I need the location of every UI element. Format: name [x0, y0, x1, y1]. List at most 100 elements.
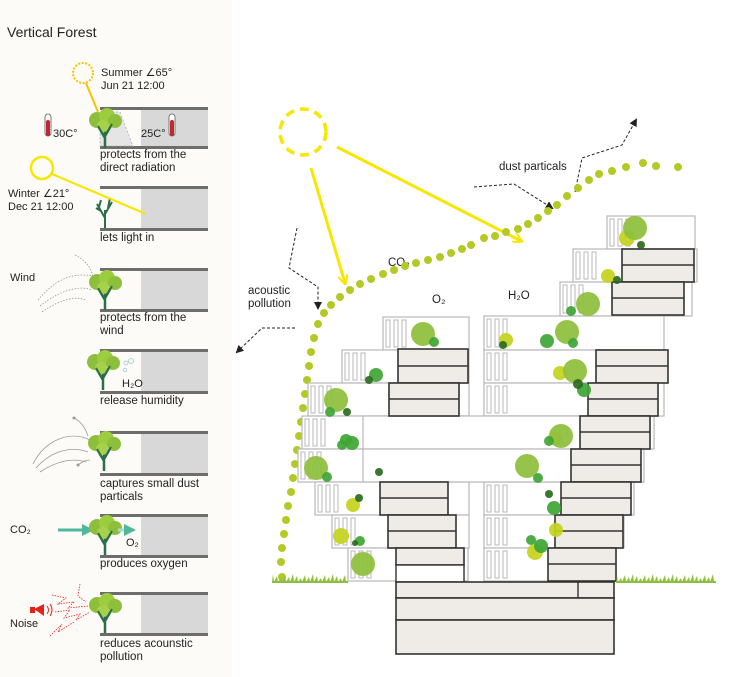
noise-caption-1: reduces acounstic — [100, 638, 193, 650]
dust-dot — [336, 293, 344, 301]
balcony-railing — [502, 385, 508, 414]
apartment-block — [395, 547, 465, 566]
slab-bottom — [100, 473, 208, 476]
dust-dot — [553, 201, 561, 209]
plant-foliage — [304, 456, 328, 480]
dust-dot — [544, 207, 552, 215]
plant-foliage — [566, 306, 576, 316]
dust-dot — [346, 286, 354, 294]
balcony-railing — [502, 484, 508, 513]
summer-caption-1: protects from the — [100, 149, 186, 161]
foundation-top — [395, 581, 615, 599]
grass — [272, 574, 716, 583]
ground-line — [272, 581, 348, 583]
dust-arrow-in — [473, 183, 554, 210]
ground-line — [616, 581, 716, 583]
acoustic-label-2: pollution — [248, 298, 291, 310]
plant-foliage — [322, 472, 332, 482]
dust-dot — [436, 253, 444, 261]
dust-dot — [652, 162, 660, 170]
plant-foliage — [324, 388, 348, 412]
dust-dot — [595, 170, 603, 178]
foundation-middle — [395, 597, 615, 621]
room — [141, 595, 208, 633]
dust-dot — [424, 256, 432, 264]
dust-dot — [277, 558, 285, 566]
balcony-railing — [486, 385, 492, 414]
wind-lines-icon — [37, 254, 96, 313]
dust-dot — [639, 159, 647, 167]
balcony-railing — [575, 251, 581, 280]
dust-dot — [320, 309, 328, 317]
dust-dot — [447, 249, 455, 257]
plant-foliage — [563, 359, 587, 383]
summer-heading: Summer ∠65° — [101, 67, 172, 79]
balcony-railing — [494, 484, 500, 513]
summer-sun-ray — [85, 82, 99, 113]
dust-dot — [301, 390, 309, 398]
dust-dot — [291, 460, 299, 468]
wind-label: Wind — [10, 272, 35, 284]
dust-dot — [534, 214, 542, 222]
building-plants — [304, 216, 647, 576]
plant-foliage — [325, 407, 335, 417]
dust-dot — [401, 262, 409, 270]
dust-dot — [480, 234, 488, 242]
slab-bottom — [100, 555, 208, 558]
plant-foliage — [351, 552, 375, 576]
dust-dot — [491, 232, 499, 240]
balcony-railing — [486, 484, 492, 513]
balcony-railing — [502, 352, 508, 381]
balcony-railing — [310, 385, 316, 414]
balcony-railing — [320, 418, 326, 447]
plant-foliage — [576, 292, 600, 316]
slab-bottom — [100, 391, 208, 394]
balcony-railing — [312, 418, 318, 447]
balcony-railing — [494, 352, 500, 381]
dust-dot — [284, 502, 292, 510]
page-title: Vertical Forest — [7, 24, 97, 40]
balcony-railing — [583, 251, 589, 280]
dust-dot — [289, 474, 297, 482]
h2o-label: H₂O — [508, 290, 530, 302]
slab-top — [100, 107, 208, 110]
room — [141, 352, 208, 391]
plant-foliage — [499, 341, 507, 349]
summer-sun-icon — [72, 62, 94, 84]
plant-foliage — [544, 436, 554, 446]
oxygen-co2-label: CO₂ — [10, 524, 31, 536]
dust-paths-icon — [32, 417, 91, 473]
plant-foliage — [637, 241, 645, 249]
humidity-h2o-label: H₂O — [122, 378, 143, 390]
dust-dot — [502, 228, 510, 236]
building — [297, 215, 698, 655]
slab-bottom — [100, 309, 208, 312]
panel-oxygen: CO₂ O₂ produces oxygen — [10, 513, 208, 570]
wind-caption-1: protects from the — [100, 312, 186, 324]
panel-humidity: H₂O release humidity — [85, 348, 208, 407]
winter-sun-icon — [29, 155, 55, 181]
oxygen-caption: produces oxygen — [100, 558, 188, 570]
slab-top — [100, 431, 208, 434]
balcony-railing — [609, 218, 615, 247]
central-floor — [362, 415, 614, 450]
panel-dust: captures small dust particals — [32, 416, 208, 503]
dust-dot — [379, 270, 387, 278]
sun-ray-building-right — [336, 145, 521, 241]
wind-tree-icon — [87, 268, 124, 312]
temp-outside: 30C° — [53, 128, 78, 140]
sun-ray-building-left — [309, 167, 345, 283]
winter-date: Dec 21 12:00 — [8, 201, 73, 213]
dust-dot — [299, 404, 307, 412]
noise-waves-icon — [49, 583, 91, 637]
winter-caption: lets light in — [100, 232, 154, 244]
balcony-railing — [502, 550, 508, 579]
humidity-caption: release humidity — [100, 395, 184, 407]
noise-label: Noise — [10, 618, 38, 630]
plant-foliage — [549, 523, 563, 537]
o2-label: O₂ — [432, 294, 445, 306]
temp-inside: 25C° — [141, 128, 166, 140]
vapour-bubbles-icon — [122, 358, 134, 373]
dust-dot — [282, 516, 290, 524]
